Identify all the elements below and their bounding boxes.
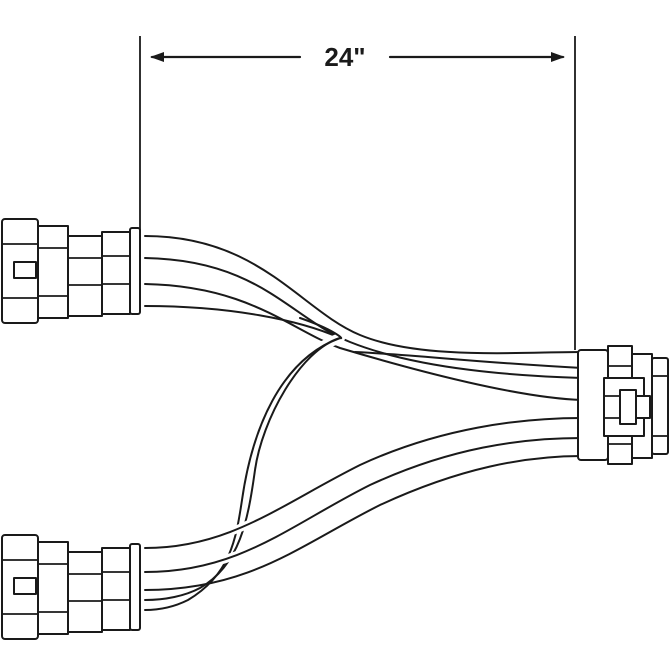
wire-bundle-lower <box>141 351 586 591</box>
wire-crossing-loop <box>140 317 345 615</box>
upper-left-connector <box>1 218 141 324</box>
dimension-extension-lines <box>139 36 576 350</box>
dimension-label: 24" <box>324 42 365 72</box>
lower-left-connector <box>1 534 141 640</box>
right-connector <box>577 345 669 465</box>
wire-bundle-upper <box>144 235 583 401</box>
